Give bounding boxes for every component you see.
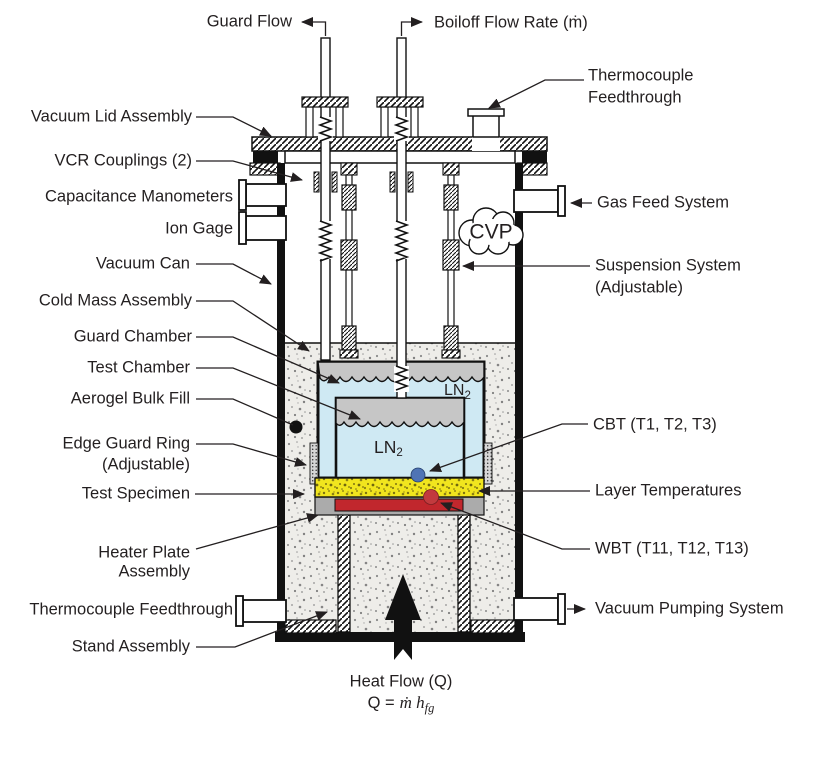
label-guard-chamber: Guard Chamber	[74, 327, 193, 345]
guard-flow-arrow	[301, 17, 327, 36]
label-cold-mass-assembly: Cold Mass Assembly	[39, 291, 193, 309]
pipe-coil	[393, 220, 410, 262]
label-edge-guard-ring-1: Edge Guard Ring	[63, 434, 191, 452]
pipe-coil	[317, 220, 334, 262]
turnbuckle	[341, 184, 357, 211]
label-heat-flow-formula: Q =ṁ hfg	[368, 693, 435, 715]
bottom-strip-right	[470, 619, 516, 634]
edge-guard-ring-right	[483, 442, 493, 485]
heater-element	[334, 498, 464, 512]
label-thermocouple-feedthrough-bottom: Thermocouple Feedthrough	[29, 600, 233, 618]
turnbuckle	[340, 239, 358, 271]
cvp-cloud	[458, 207, 524, 255]
ion-gage-port	[238, 211, 287, 245]
stand-leg-left	[337, 513, 351, 633]
label-guard-flow: Guard Flow	[207, 12, 292, 30]
label-wbt: WBT (T11, T12, T13)	[595, 539, 749, 557]
label-cvp: CVP	[469, 221, 512, 244]
guard-flow-pipe	[317, 37, 334, 361]
thermocouple-feedthrough-bottom-port	[235, 595, 287, 627]
label-aerogel-bulk-fill: Aerogel Bulk Fill	[71, 389, 190, 407]
pipe-coil	[393, 365, 410, 392]
rod-foot	[441, 349, 461, 359]
pipe-coil	[393, 116, 410, 142]
label-vacuum-lid-assembly: Vacuum Lid Assembly	[31, 107, 193, 125]
aerogel-marker-dot	[289, 420, 303, 434]
label-stand-assembly: Stand Assembly	[72, 637, 191, 655]
label-cbt: CBT (T1, T2, T3)	[593, 415, 717, 433]
label-vacuum-can: Vacuum Can	[96, 254, 190, 272]
vcr-couplings	[313, 171, 414, 193]
heat-flow-arrow	[385, 574, 421, 660]
label-ln2-test: LN2	[374, 437, 403, 459]
turnbuckle	[443, 325, 459, 351]
label-heater-plate-1: Heater Plate	[98, 543, 190, 561]
boiloff-flow-arrow	[400, 17, 423, 36]
label-heater-plate-2: Assembly	[118, 562, 190, 580]
label-edge-guard-ring-2: (Adjustable)	[102, 455, 190, 473]
suspension-system	[339, 162, 461, 359]
capacitance-manometer-port	[238, 179, 287, 211]
boiloff-pipe	[393, 37, 410, 399]
bottom-strip-left	[284, 619, 337, 634]
leader-lines	[195, 17, 592, 648]
label-test-specimen: Test Specimen	[82, 484, 190, 502]
label-suspension-system-1: Suspension System	[595, 256, 741, 274]
label-thermocouple-feedthrough-top-1: Thermocouple	[588, 66, 693, 84]
label-boiloff-flow-rate: Boiloff Flow Rate (ṁ)	[434, 13, 588, 31]
gas-feed-port	[513, 185, 566, 217]
test-specimen-layer	[314, 477, 485, 498]
label-test-chamber: Test Chamber	[87, 358, 190, 376]
vacuum-pumping-port	[513, 593, 566, 625]
stand-leg-right	[457, 513, 471, 633]
label-capacitance-manometers: Capacitance Manometers	[45, 187, 233, 205]
label-suspension-system-2: (Adjustable)	[595, 278, 683, 296]
lid-standoff-posts	[301, 96, 424, 138]
label-ln2-guard: LN2	[444, 382, 471, 402]
label-vcr-couplings: VCR Couplings (2)	[54, 151, 192, 169]
wbt-sensor-dot	[423, 489, 439, 505]
turnbuckle	[341, 325, 357, 351]
label-heat-flow: Heat Flow (Q)	[350, 672, 453, 690]
cbt-sensor-dot	[410, 467, 426, 483]
label-thermocouple-feedthrough-top-2: Feedthrough	[588, 88, 682, 106]
label-layer-temperatures: Layer Temperatures	[595, 481, 741, 499]
label-vacuum-pumping-system: Vacuum Pumping System	[595, 599, 784, 617]
turnbuckle	[442, 239, 460, 271]
edge-guard-ring-left	[309, 442, 319, 485]
rod-foot	[339, 349, 359, 359]
turnbuckle	[443, 184, 459, 211]
label-ion-gage: Ion Gage	[165, 219, 233, 237]
label-gas-feed-system: Gas Feed System	[597, 193, 729, 211]
test-chamber-lid	[335, 397, 465, 428]
pipe-coil	[317, 116, 334, 142]
thermocouple-feedthrough-top-part	[467, 108, 505, 151]
